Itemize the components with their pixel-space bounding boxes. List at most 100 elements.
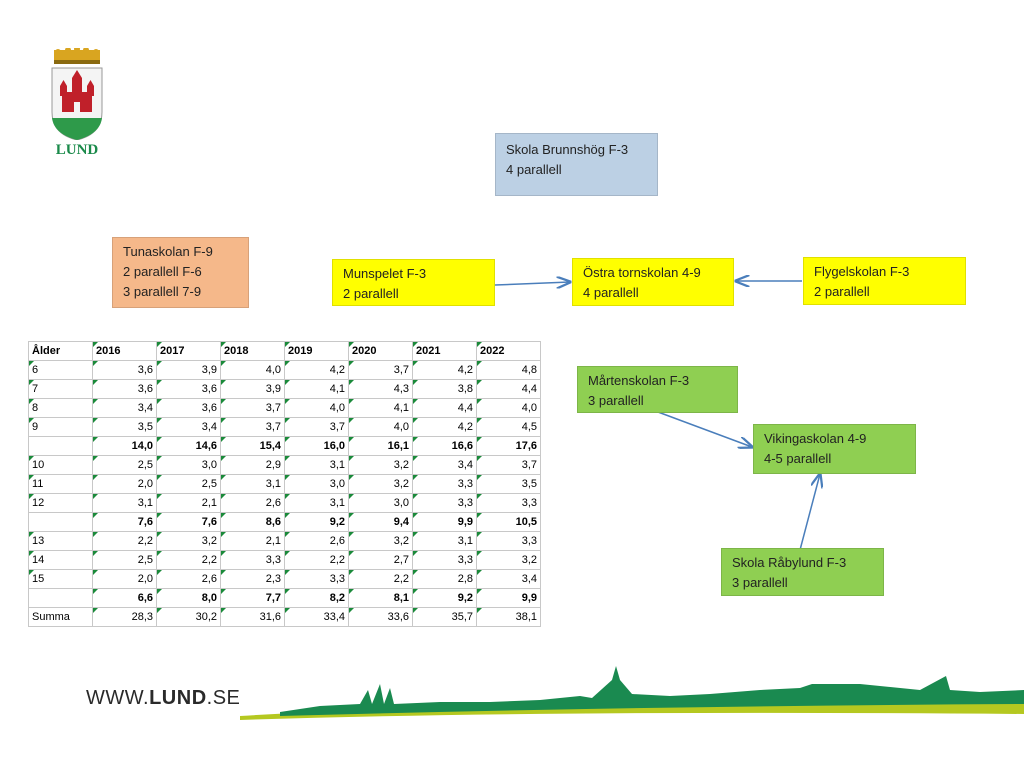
- cell-value: 3,9: [201, 364, 217, 376]
- cell-marker: [157, 570, 162, 575]
- cell-marker: [477, 399, 482, 404]
- cell-marker: [157, 551, 162, 556]
- cell-marker: [157, 456, 162, 461]
- table-cell: 7,6: [156, 512, 221, 532]
- row-label-cell: 9: [28, 417, 93, 437]
- box-tunaskolan: Tunaskolan F-9 2 parallell F-6 3 paralle…: [112, 237, 249, 308]
- cell-value: 2,2: [137, 535, 153, 547]
- cell-marker: [285, 475, 290, 480]
- box-viking-line1: Vikingaskolan 4-9: [764, 431, 867, 446]
- table-cell: 3,4: [156, 417, 221, 437]
- table-cell: 31,6: [220, 607, 285, 627]
- cell-marker: [285, 418, 290, 423]
- cell-marker: [93, 437, 98, 442]
- table-cell: 3,4: [476, 569, 541, 589]
- row-label-cell: [28, 512, 93, 532]
- cell-value: 4,0: [393, 421, 409, 433]
- cell-marker: [93, 608, 98, 613]
- cell-marker: [349, 570, 354, 575]
- cell-value: 3,2: [393, 459, 409, 471]
- cell-marker: [477, 494, 482, 499]
- table-cell: 9,9: [412, 512, 477, 532]
- box-skola-brunnshog: Skola Brunnshög F-3 4 parallell: [495, 133, 658, 196]
- cell-value: 3,0: [201, 459, 217, 471]
- row-label: 7: [32, 383, 39, 395]
- box-tunaskolan-line2: 2 parallell F-6: [123, 264, 202, 279]
- cell-value: 9,2: [457, 592, 473, 604]
- cell-marker: [477, 513, 482, 518]
- table-cell: 3,7: [348, 360, 413, 380]
- table-cell: 7,7: [220, 588, 285, 608]
- cell-marker: [285, 494, 290, 499]
- table-cell: 3,9: [156, 360, 221, 380]
- table-cell: 35,7: [412, 607, 477, 627]
- cell-value: 2,5: [137, 554, 153, 566]
- table-cell: 3,6: [156, 398, 221, 418]
- cell-marker: [29, 361, 34, 366]
- cell-value: 4,1: [329, 383, 345, 395]
- cell-marker: [349, 589, 354, 594]
- table-cell: 4,2: [284, 360, 349, 380]
- cell-value: 3,5: [521, 478, 537, 490]
- cell-marker: [29, 532, 34, 537]
- row-label: 15: [32, 573, 45, 585]
- cell-value: 2,9: [265, 459, 281, 471]
- table-cell: 4,3: [348, 379, 413, 399]
- cell-marker: [413, 342, 418, 347]
- header-label: 2016: [96, 345, 121, 357]
- cell-value: 3,3: [457, 478, 473, 490]
- cell-marker: [349, 342, 354, 347]
- cell-value: 2,6: [201, 573, 217, 585]
- cell-value: 3,7: [329, 421, 345, 433]
- cell-value: 4,3: [393, 383, 409, 395]
- cell-marker: [157, 532, 162, 537]
- cell-value: 4,1: [393, 402, 409, 414]
- cell-value: 3,2: [521, 554, 537, 566]
- cell-marker: [221, 456, 226, 461]
- table-cell: 2,2: [284, 550, 349, 570]
- cell-value: 6,6: [137, 592, 153, 604]
- url-prefix: WWW.: [86, 687, 150, 709]
- table-cell: 4,4: [476, 379, 541, 399]
- cell-value: 31,6: [259, 611, 281, 623]
- lund-coat-of-arms-logo: [48, 46, 106, 160]
- table-cell: 3,0: [348, 493, 413, 513]
- table-cell: 6,6: [92, 588, 157, 608]
- row-label: 14: [32, 554, 45, 566]
- table-cell: 2,3: [220, 569, 285, 589]
- cell-value: 16,0: [323, 440, 345, 452]
- cell-marker: [29, 399, 34, 404]
- cell-value: 4,5: [521, 421, 537, 433]
- cell-marker: [413, 608, 418, 613]
- cell-marker: [413, 513, 418, 518]
- cell-value: 3,0: [393, 497, 409, 509]
- cell-value: 3,1: [137, 497, 153, 509]
- table-cell: 2,1: [220, 531, 285, 551]
- cell-marker: [221, 418, 226, 423]
- cell-marker: [477, 456, 482, 461]
- row-label: 13: [32, 535, 45, 547]
- table-cell: 7,6: [92, 512, 157, 532]
- cell-value: 4,8: [521, 364, 537, 376]
- cell-value: 8,0: [201, 592, 217, 604]
- table-cell: 4,0: [284, 398, 349, 418]
- cell-marker: [221, 513, 226, 518]
- table-cell: 10,5: [476, 512, 541, 532]
- cell-value: 14,6: [195, 440, 217, 452]
- website-url: WWW.LUND.SE: [86, 687, 240, 710]
- cell-marker: [349, 380, 354, 385]
- cell-value: 3,2: [393, 535, 409, 547]
- cell-marker: [285, 437, 290, 442]
- cell-value: 4,0: [265, 364, 281, 376]
- cell-value: 3,1: [457, 535, 473, 547]
- table-cell: 3,4: [412, 455, 477, 475]
- cell-marker: [285, 551, 290, 556]
- row-label-cell: 15: [28, 569, 93, 589]
- cell-marker: [413, 418, 418, 423]
- cell-marker: [93, 494, 98, 499]
